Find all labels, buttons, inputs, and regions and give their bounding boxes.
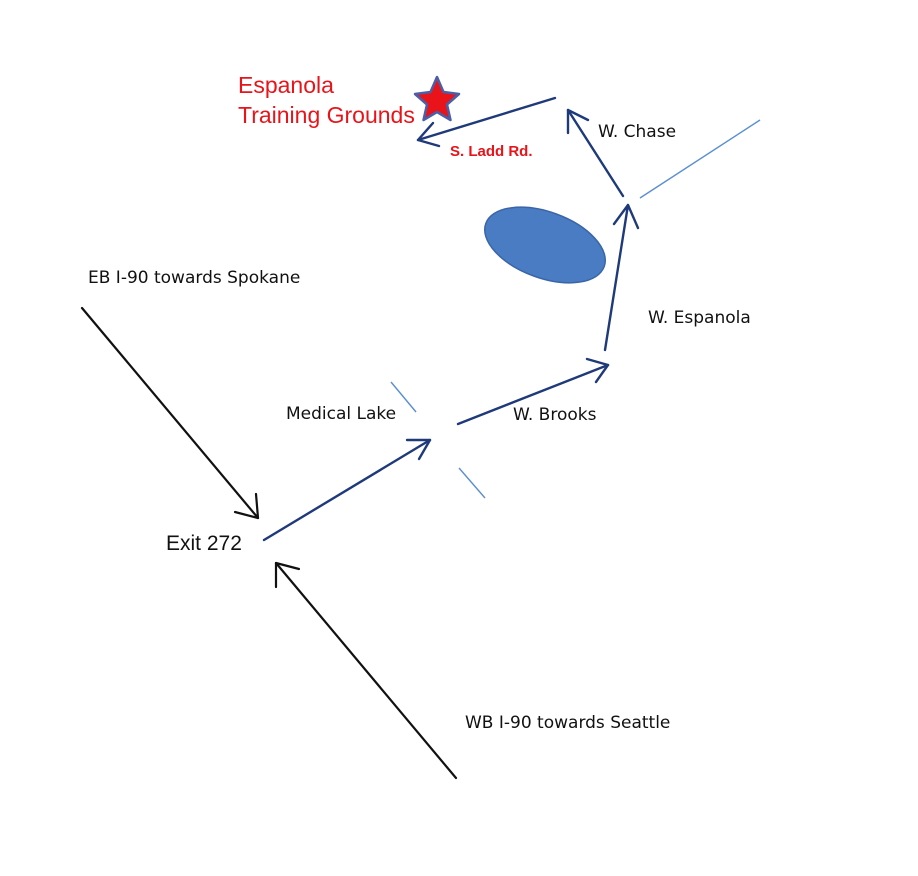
wb-i90-arrow — [274, 561, 458, 780]
side-road-medical-lake-upper — [390, 381, 417, 413]
destination-label-line2: Training Grounds — [238, 102, 415, 128]
star-icon — [413, 75, 461, 122]
road-label-w-chase: W. Chase — [598, 122, 677, 142]
route-arrow-w-chase — [566, 108, 625, 198]
destination-label-line1: Espanola — [238, 72, 334, 98]
highway-label-eb-i90: EB I-90 towards Spokane — [88, 268, 301, 288]
place-label-medical-lake: Medical Lake — [286, 404, 397, 424]
side-road-ne — [639, 119, 761, 199]
road-label-w-brooks: W. Brooks — [513, 405, 597, 425]
highway-label-wb-i90: WB I-90 towards Seattle — [465, 713, 671, 733]
road-label-w-espanola: W. Espanola — [648, 308, 751, 328]
eb-i90-arrow — [80, 306, 260, 520]
route-arrow-s-ladd-rd — [416, 96, 557, 148]
destination-label: Espanola Training Grounds — [238, 70, 415, 130]
side-road-medical-lake-lower — [458, 467, 486, 499]
road-label-s-ladd-rd: S. Ladd Rd. — [450, 143, 533, 160]
exit-label: Exit 272 — [166, 532, 242, 555]
route-arrow-to-medical-lake — [262, 438, 432, 542]
route-arrow-w-brooks — [456, 357, 610, 426]
lake — [483, 206, 607, 284]
route-arrow-w-espanola — [603, 203, 640, 352]
